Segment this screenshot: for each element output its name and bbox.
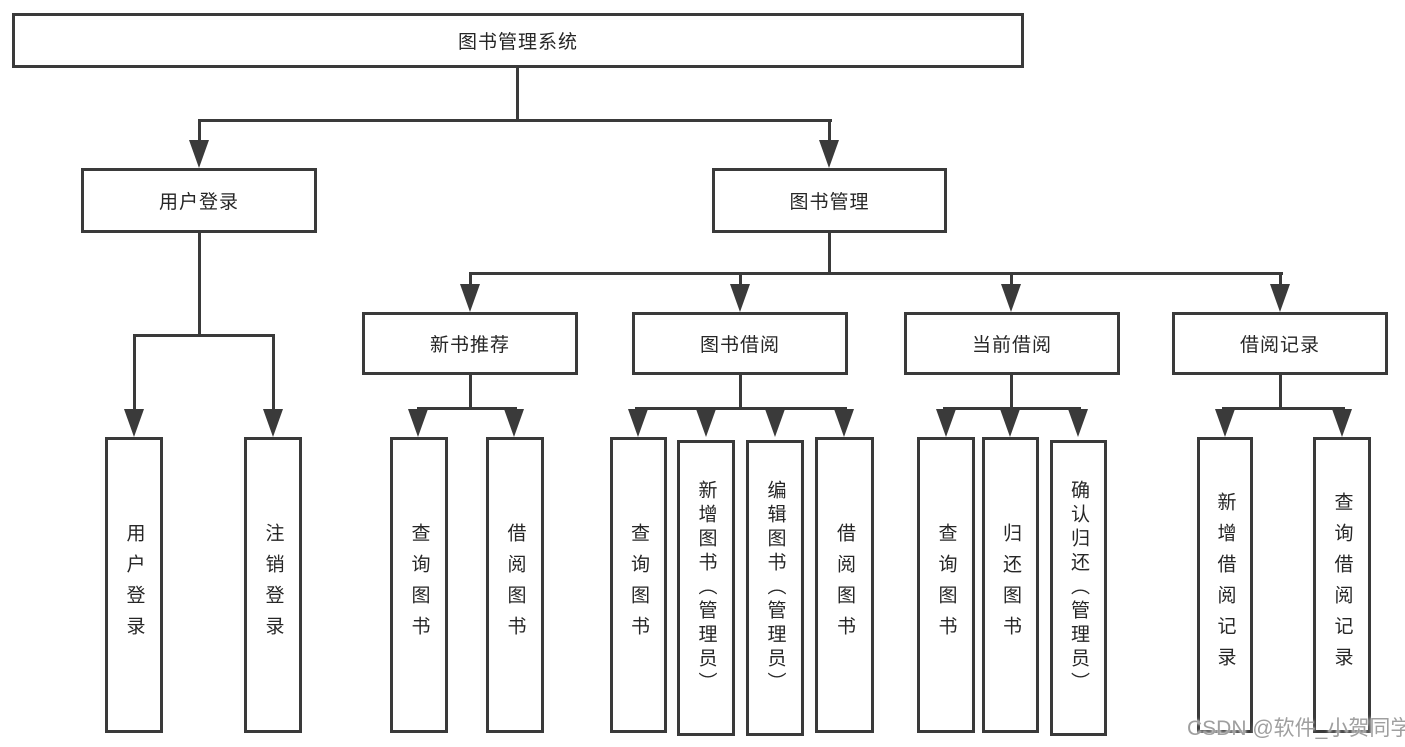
connector-arrow [730,284,750,312]
connector-arrow [1215,409,1235,437]
connector-line [417,407,517,410]
node-book-borrow: 图书借阅 [632,312,848,375]
leaf-label: 新增借阅记录 [1214,492,1236,678]
leaf-label: 查询图书 [628,523,649,647]
leaf-query-books-3: 查询图书 [917,437,975,733]
leaf-user-login: 用户登录 [105,437,163,733]
connector-arrow [124,409,144,437]
node-current-borrow: 当前借阅 [904,312,1120,375]
leaf-label: 确认归还（管理员） [1068,480,1089,696]
connector-line [1010,272,1013,288]
connector-arrow [189,140,209,168]
leaf-label: 用户登录 [123,523,145,647]
connector-line [739,375,742,410]
connector-arrow [263,409,283,437]
node-library-system: 图书管理系统 [12,13,1024,68]
leaf-add-borrow-record: 新增借阅记录 [1197,437,1253,733]
node-label: 图书管理 [789,192,870,213]
connector-arrow [1068,409,1088,437]
leaf-label: 注销登录 [262,523,284,647]
connector-line [943,407,1081,410]
watermark: CSDN @软件_小贺同学 [1187,717,1405,740]
leaf-label: 查询借阅记录 [1331,492,1353,678]
leaf-label: 新增图书（管理员） [695,480,717,696]
node-borrow-records: 借阅记录 [1172,312,1388,375]
connector-arrow [696,409,716,437]
leaf-label: 编辑图书（管理员） [764,480,786,696]
connector-line [469,272,1283,275]
connector-arrow [834,409,854,437]
node-label: 用户登录 [158,192,239,213]
connector-line [1010,375,1013,410]
leaf-confirm-return-admin: 确认归还（管理员） [1050,440,1107,736]
connector-line [469,272,472,288]
connector-line [1279,375,1282,410]
connector-line [198,233,201,337]
node-label: 借阅记录 [1239,335,1320,356]
connector-arrow [504,409,524,437]
connector-line [739,272,742,288]
node-label: 图书管理系统 [457,32,578,53]
connector-arrow [460,284,480,312]
connector-line [133,334,136,413]
node-book-management: 图书管理 [712,168,947,233]
connector-line [1222,407,1345,410]
connector-arrow [408,409,428,437]
leaf-label: 借阅图书 [834,523,855,647]
leaf-query-books-1: 查询图书 [390,437,448,733]
node-label: 图书借阅 [699,335,780,356]
leaf-logout: 注销登录 [244,437,302,733]
leaf-borrow-books-2: 借阅图书 [815,437,874,733]
connector-line [198,119,832,122]
node-label: 新书推荐 [429,335,510,356]
leaf-borrow-books-1: 借阅图书 [486,437,544,733]
connector-arrow [1000,409,1020,437]
connector-line [828,119,831,145]
connector-arrow [1332,409,1352,437]
connector-line [828,233,831,275]
leaf-add-book-admin: 新增图书（管理员） [677,440,735,736]
connector-line [635,407,847,410]
leaf-return-book: 归还图书 [982,437,1039,733]
node-new-book-recommend: 新书推荐 [362,312,578,375]
leaf-label: 归还图书 [1000,523,1021,647]
connector-line [469,375,472,410]
leaf-label: 借阅图书 [504,523,526,647]
connector-line [272,334,275,413]
leaf-edit-book-admin: 编辑图书（管理员） [746,440,804,736]
connector-arrow [628,409,648,437]
connector-line [198,119,201,145]
connector-line [516,68,519,122]
connector-arrow [819,140,839,168]
connector-arrow [765,409,785,437]
leaf-query-borrow-record: 查询借阅记录 [1313,437,1371,733]
node-label: 当前借阅 [971,335,1052,356]
leaf-label: 查询图书 [935,523,957,647]
connector-line [133,334,275,337]
leaf-query-books-2: 查询图书 [610,437,667,733]
connector-arrow [1270,284,1290,312]
connector-arrow [1001,284,1021,312]
connector-line [1279,272,1282,288]
connector-arrow [936,409,956,437]
node-user-login: 用户登录 [81,168,317,233]
leaf-label: 查询图书 [408,523,430,647]
